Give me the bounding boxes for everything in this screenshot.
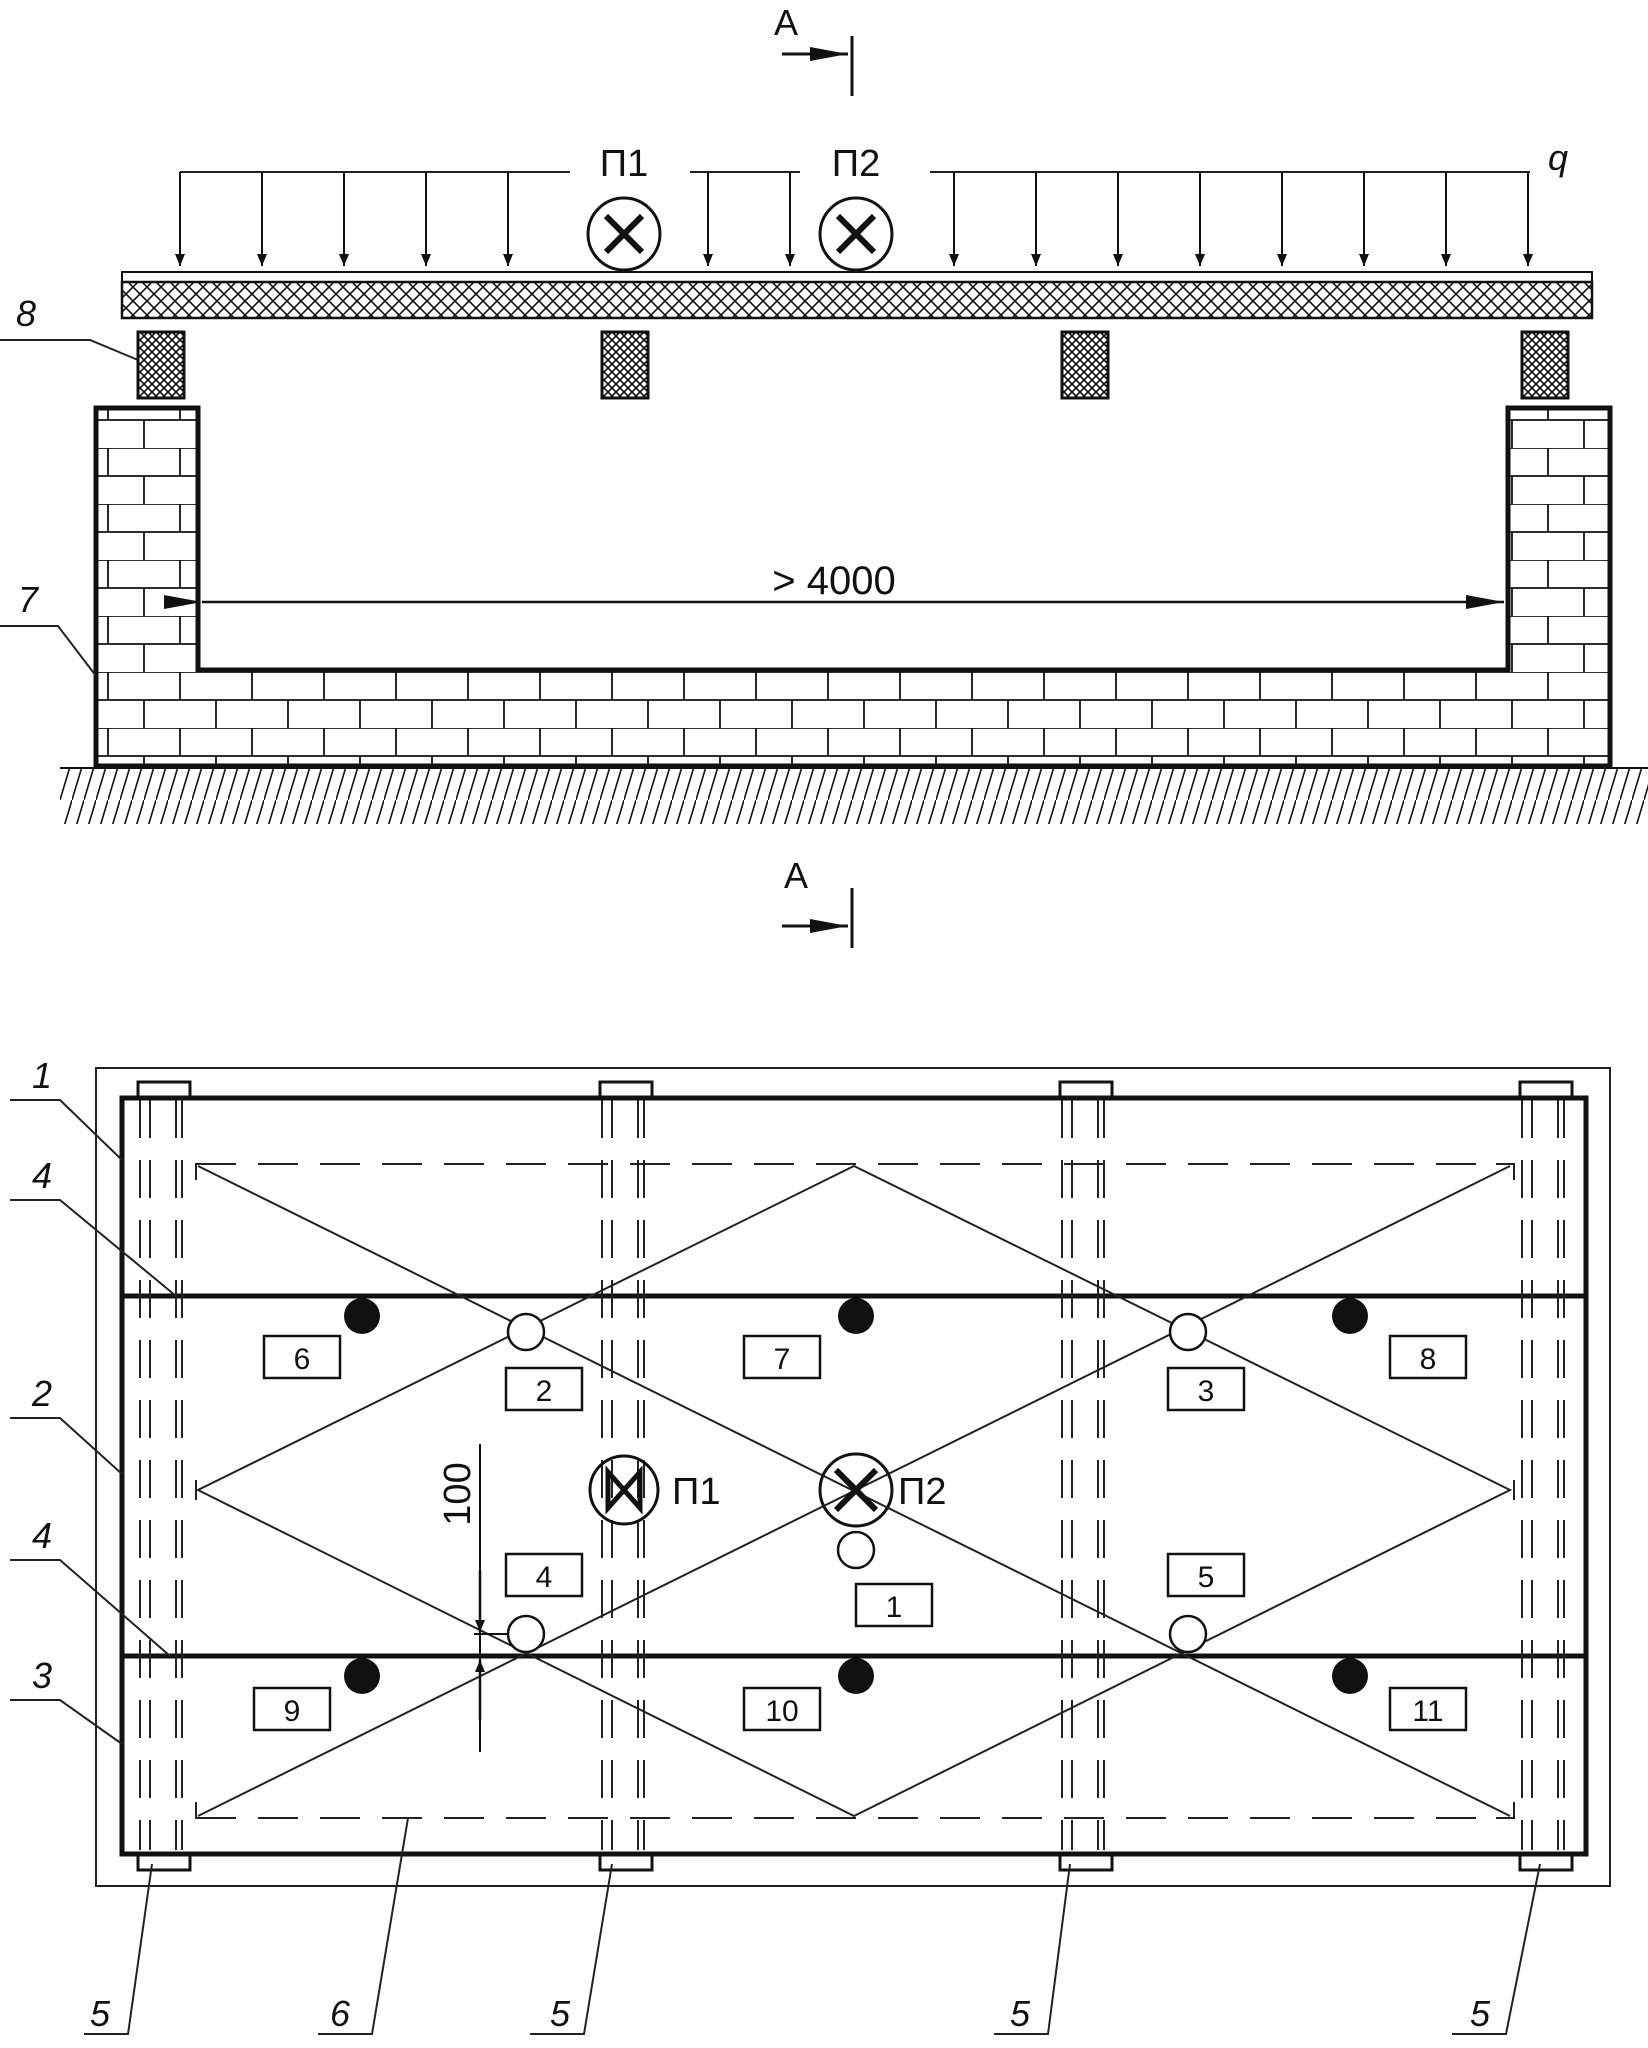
box-5: 5 bbox=[1166, 1552, 1246, 1598]
svg-text:8: 8 bbox=[1420, 1343, 1437, 1376]
callout-4b-label: 4 bbox=[32, 1515, 52, 1556]
section-mark-bottom: А bbox=[782, 855, 854, 948]
callout-3-label: 3 bbox=[32, 1655, 52, 1696]
svg-text:2: 2 bbox=[536, 1375, 553, 1408]
support-blocks bbox=[136, 330, 1570, 400]
ground-hatch bbox=[60, 767, 1648, 824]
plan-point-load-p1-label: П1 bbox=[672, 1471, 720, 1513]
box-4: 4 bbox=[504, 1552, 584, 1598]
svg-text:9: 9 bbox=[284, 1695, 301, 1728]
left-callouts: 1 4 2 4 3 bbox=[10, 1055, 177, 1745]
slab-section bbox=[120, 271, 1594, 320]
section-label-bottom: А bbox=[784, 855, 808, 896]
callout-7: 7 bbox=[0, 579, 97, 677]
svg-text:1: 1 bbox=[886, 1591, 903, 1624]
box-8: 8 bbox=[1388, 1334, 1468, 1380]
plan-point-load-p2-label: П2 bbox=[898, 1471, 946, 1513]
point-load-p2-label: П2 bbox=[832, 143, 880, 185]
svg-text:3: 3 bbox=[1198, 1375, 1215, 1408]
bottom-callouts: 5 6 5 5 5 bbox=[84, 1817, 1541, 2035]
plan-view: 1 2 3 4 5 6 7 8 9 10 11 П1 П2 bbox=[10, 1055, 1611, 2035]
callout-5b-label: 5 bbox=[550, 1993, 571, 2034]
plan-point-load-p1: П1 bbox=[588, 1454, 720, 1526]
span-dimension: > 4000 bbox=[164, 559, 1504, 609]
filled-dots bbox=[344, 1298, 1368, 1694]
point-load-p2: П2 bbox=[818, 143, 894, 272]
dimension-100-label: 100 bbox=[437, 1462, 479, 1525]
numbered-boxes: 1 2 3 4 5 6 7 8 9 10 11 bbox=[252, 1334, 1468, 1732]
callout-8-label: 8 bbox=[16, 293, 36, 334]
box-6: 6 bbox=[262, 1334, 342, 1380]
box-1: 1 bbox=[854, 1582, 934, 1628]
callout-5c-label: 5 bbox=[1010, 1993, 1031, 2034]
point-load-p1-label: П1 bbox=[600, 143, 648, 185]
load-arrows bbox=[175, 172, 1533, 266]
dashed-support-lines bbox=[139, 1100, 1565, 1850]
support-tabs bbox=[136, 1080, 1574, 1872]
brick-stand bbox=[93, 405, 1613, 769]
callout-5a-label: 5 bbox=[90, 1993, 111, 2034]
callout-2-label: 2 bbox=[31, 1373, 52, 1414]
section-label-top: А bbox=[774, 2, 798, 43]
box-11: 11 bbox=[1388, 1686, 1468, 1732]
svg-text:7: 7 bbox=[774, 1343, 791, 1376]
callout-5d-label: 5 bbox=[1470, 1993, 1491, 2034]
dimension-100: 100 bbox=[437, 1444, 508, 1752]
svg-text:4: 4 bbox=[536, 1561, 553, 1594]
box-3: 3 bbox=[1166, 1366, 1246, 1412]
section-view: А А bbox=[0, 2, 1648, 948]
box-10: 10 bbox=[742, 1686, 822, 1732]
callout-1-label: 1 bbox=[32, 1055, 52, 1096]
section-mark-top: А bbox=[774, 2, 854, 96]
load-label-q: q bbox=[1548, 137, 1568, 178]
span-dimension-label: > 4000 bbox=[772, 559, 895, 603]
callout-8: 8 bbox=[0, 293, 139, 361]
box-2: 2 bbox=[504, 1366, 584, 1412]
box-9: 9 bbox=[252, 1686, 332, 1732]
callout-7-label: 7 bbox=[18, 579, 40, 620]
callout-6-label: 6 bbox=[330, 1993, 351, 2034]
plan-point-load-p2: П2 bbox=[818, 1452, 946, 1528]
svg-text:11: 11 bbox=[1412, 1695, 1443, 1728]
svg-text:6: 6 bbox=[294, 1343, 311, 1376]
distributed-load: q bbox=[175, 137, 1568, 266]
svg-text:10: 10 bbox=[765, 1695, 798, 1728]
slab-outline bbox=[119, 1095, 1589, 1857]
box-7: 7 bbox=[742, 1334, 822, 1380]
hollow-circles bbox=[506, 1312, 1208, 1654]
svg-text:5: 5 bbox=[1198, 1561, 1215, 1594]
callout-4a-label: 4 bbox=[32, 1155, 52, 1196]
point-load-p1: П1 bbox=[586, 143, 662, 272]
